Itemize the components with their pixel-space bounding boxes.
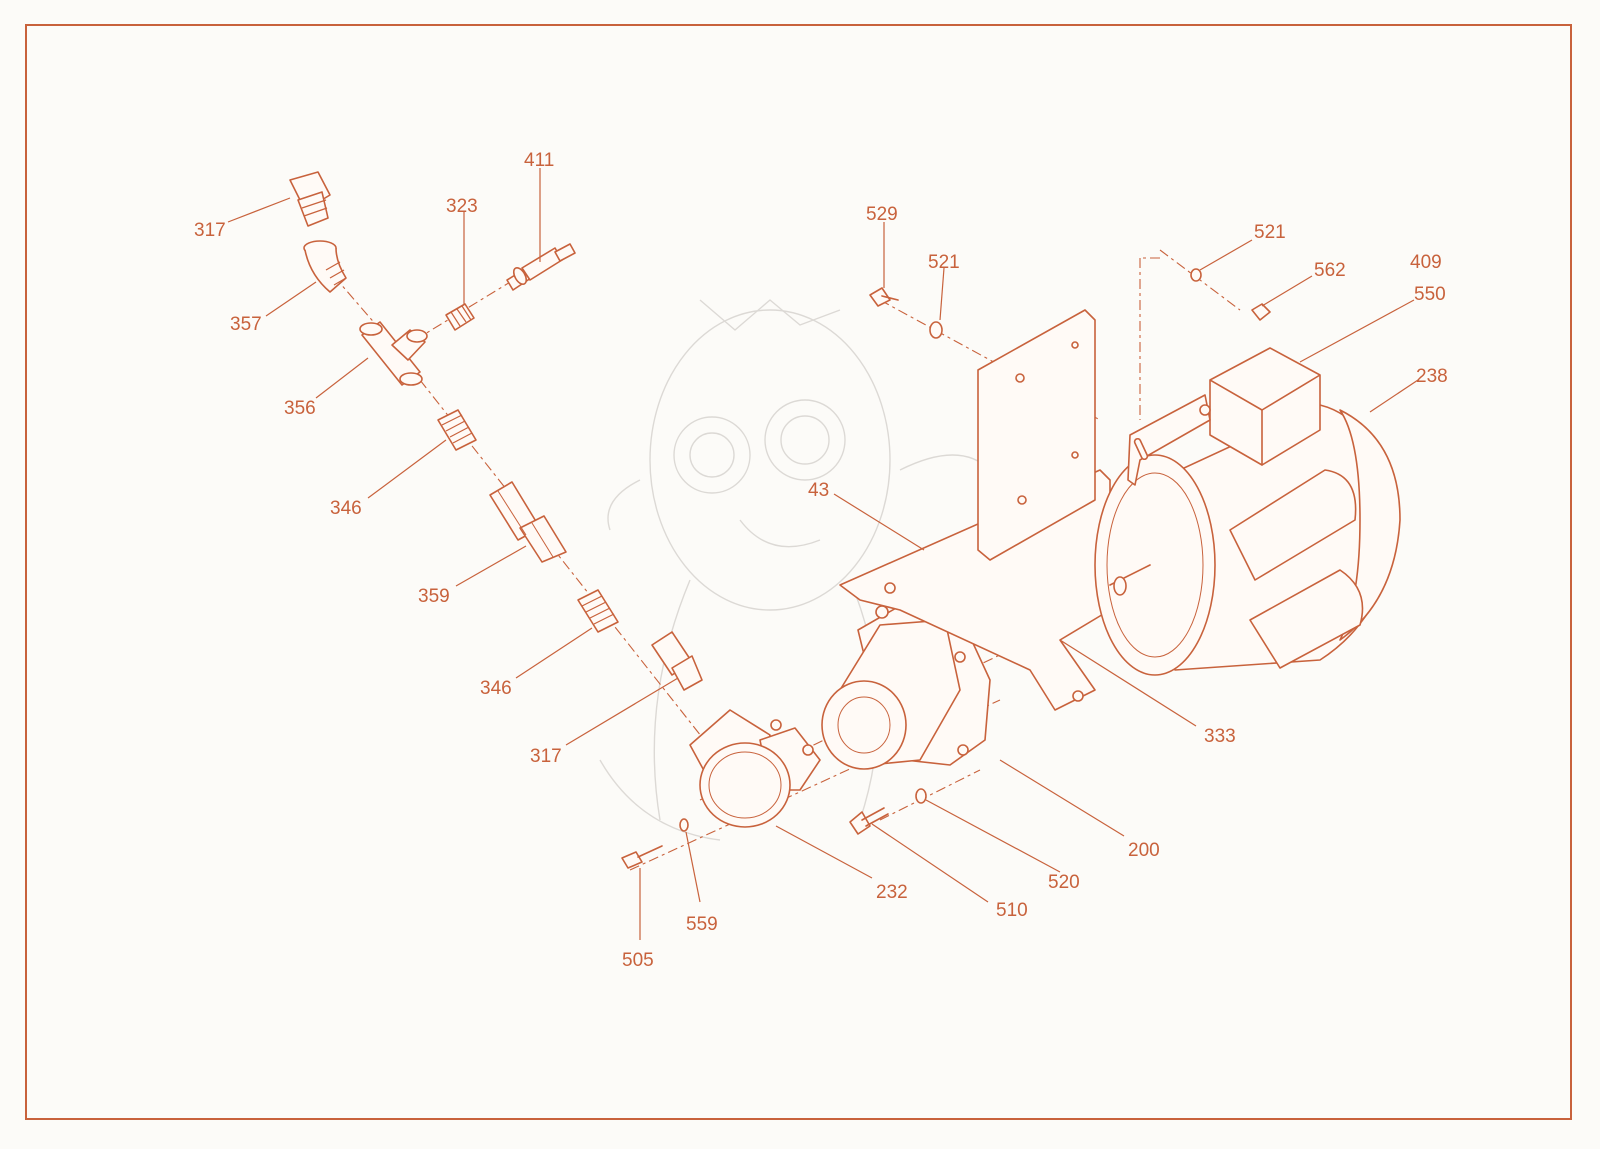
junction-box-550 xyxy=(1209,347,1321,466)
callout-323: 323 xyxy=(446,196,478,217)
screw-505 xyxy=(621,845,663,869)
nipple-323 xyxy=(445,303,475,331)
callout-43: 43 xyxy=(808,480,829,501)
bolt-529 xyxy=(869,287,899,307)
callout-238: 238 xyxy=(1416,366,1448,387)
callout-409: 409 xyxy=(1410,252,1442,273)
callout-510: 510 xyxy=(996,900,1028,921)
callout-232: 232 xyxy=(876,882,908,903)
valve-411 xyxy=(506,243,576,291)
nipple-346-lower xyxy=(577,589,619,633)
callout-520: 520 xyxy=(1048,872,1080,893)
callout-333: 333 xyxy=(1204,726,1236,747)
callout-317-top: 317 xyxy=(194,220,226,241)
callout-559: 559 xyxy=(686,914,718,935)
elbow-357 xyxy=(303,240,347,293)
callout-200: 200 xyxy=(1128,840,1160,861)
callout-346-lower: 346 xyxy=(480,678,512,699)
washer-521-left xyxy=(929,321,943,339)
callout-317-lower: 317 xyxy=(530,746,562,767)
callout-529: 529 xyxy=(866,204,898,225)
washer-520 xyxy=(915,788,927,804)
nut-562 xyxy=(1251,303,1271,321)
bracket-43 xyxy=(839,309,1111,711)
adapter-200 xyxy=(821,599,991,770)
washer-521-right xyxy=(1190,268,1202,282)
callout-346-upper: 346 xyxy=(330,498,362,519)
callout-521-right: 521 xyxy=(1254,222,1286,243)
callout-505: 505 xyxy=(622,950,654,971)
leader-lines xyxy=(227,168,1419,940)
callout-357: 357 xyxy=(230,314,262,335)
callout-356: 356 xyxy=(284,398,316,419)
washer-559 xyxy=(679,818,689,832)
tee-356 xyxy=(359,321,428,386)
fitting-317-top xyxy=(289,171,331,227)
fitting-317-lower xyxy=(651,631,703,691)
callout-411: 411 xyxy=(524,150,554,171)
callout-labels: 317 357 356 323 411 346 359 346 317 232 … xyxy=(194,150,1448,971)
nipple-346-upper xyxy=(437,409,477,451)
coupling-359 xyxy=(489,481,567,563)
callout-562: 562 xyxy=(1314,260,1346,281)
motor-238 xyxy=(1094,404,1401,676)
callout-521-left: 521 xyxy=(928,252,960,273)
callout-550: 550 xyxy=(1414,284,1446,305)
bolt-510 xyxy=(849,807,889,835)
callout-359: 359 xyxy=(418,586,450,607)
plate-409 xyxy=(1127,394,1211,486)
drawing-border xyxy=(25,24,1572,1120)
pump-head-232 xyxy=(689,709,821,828)
